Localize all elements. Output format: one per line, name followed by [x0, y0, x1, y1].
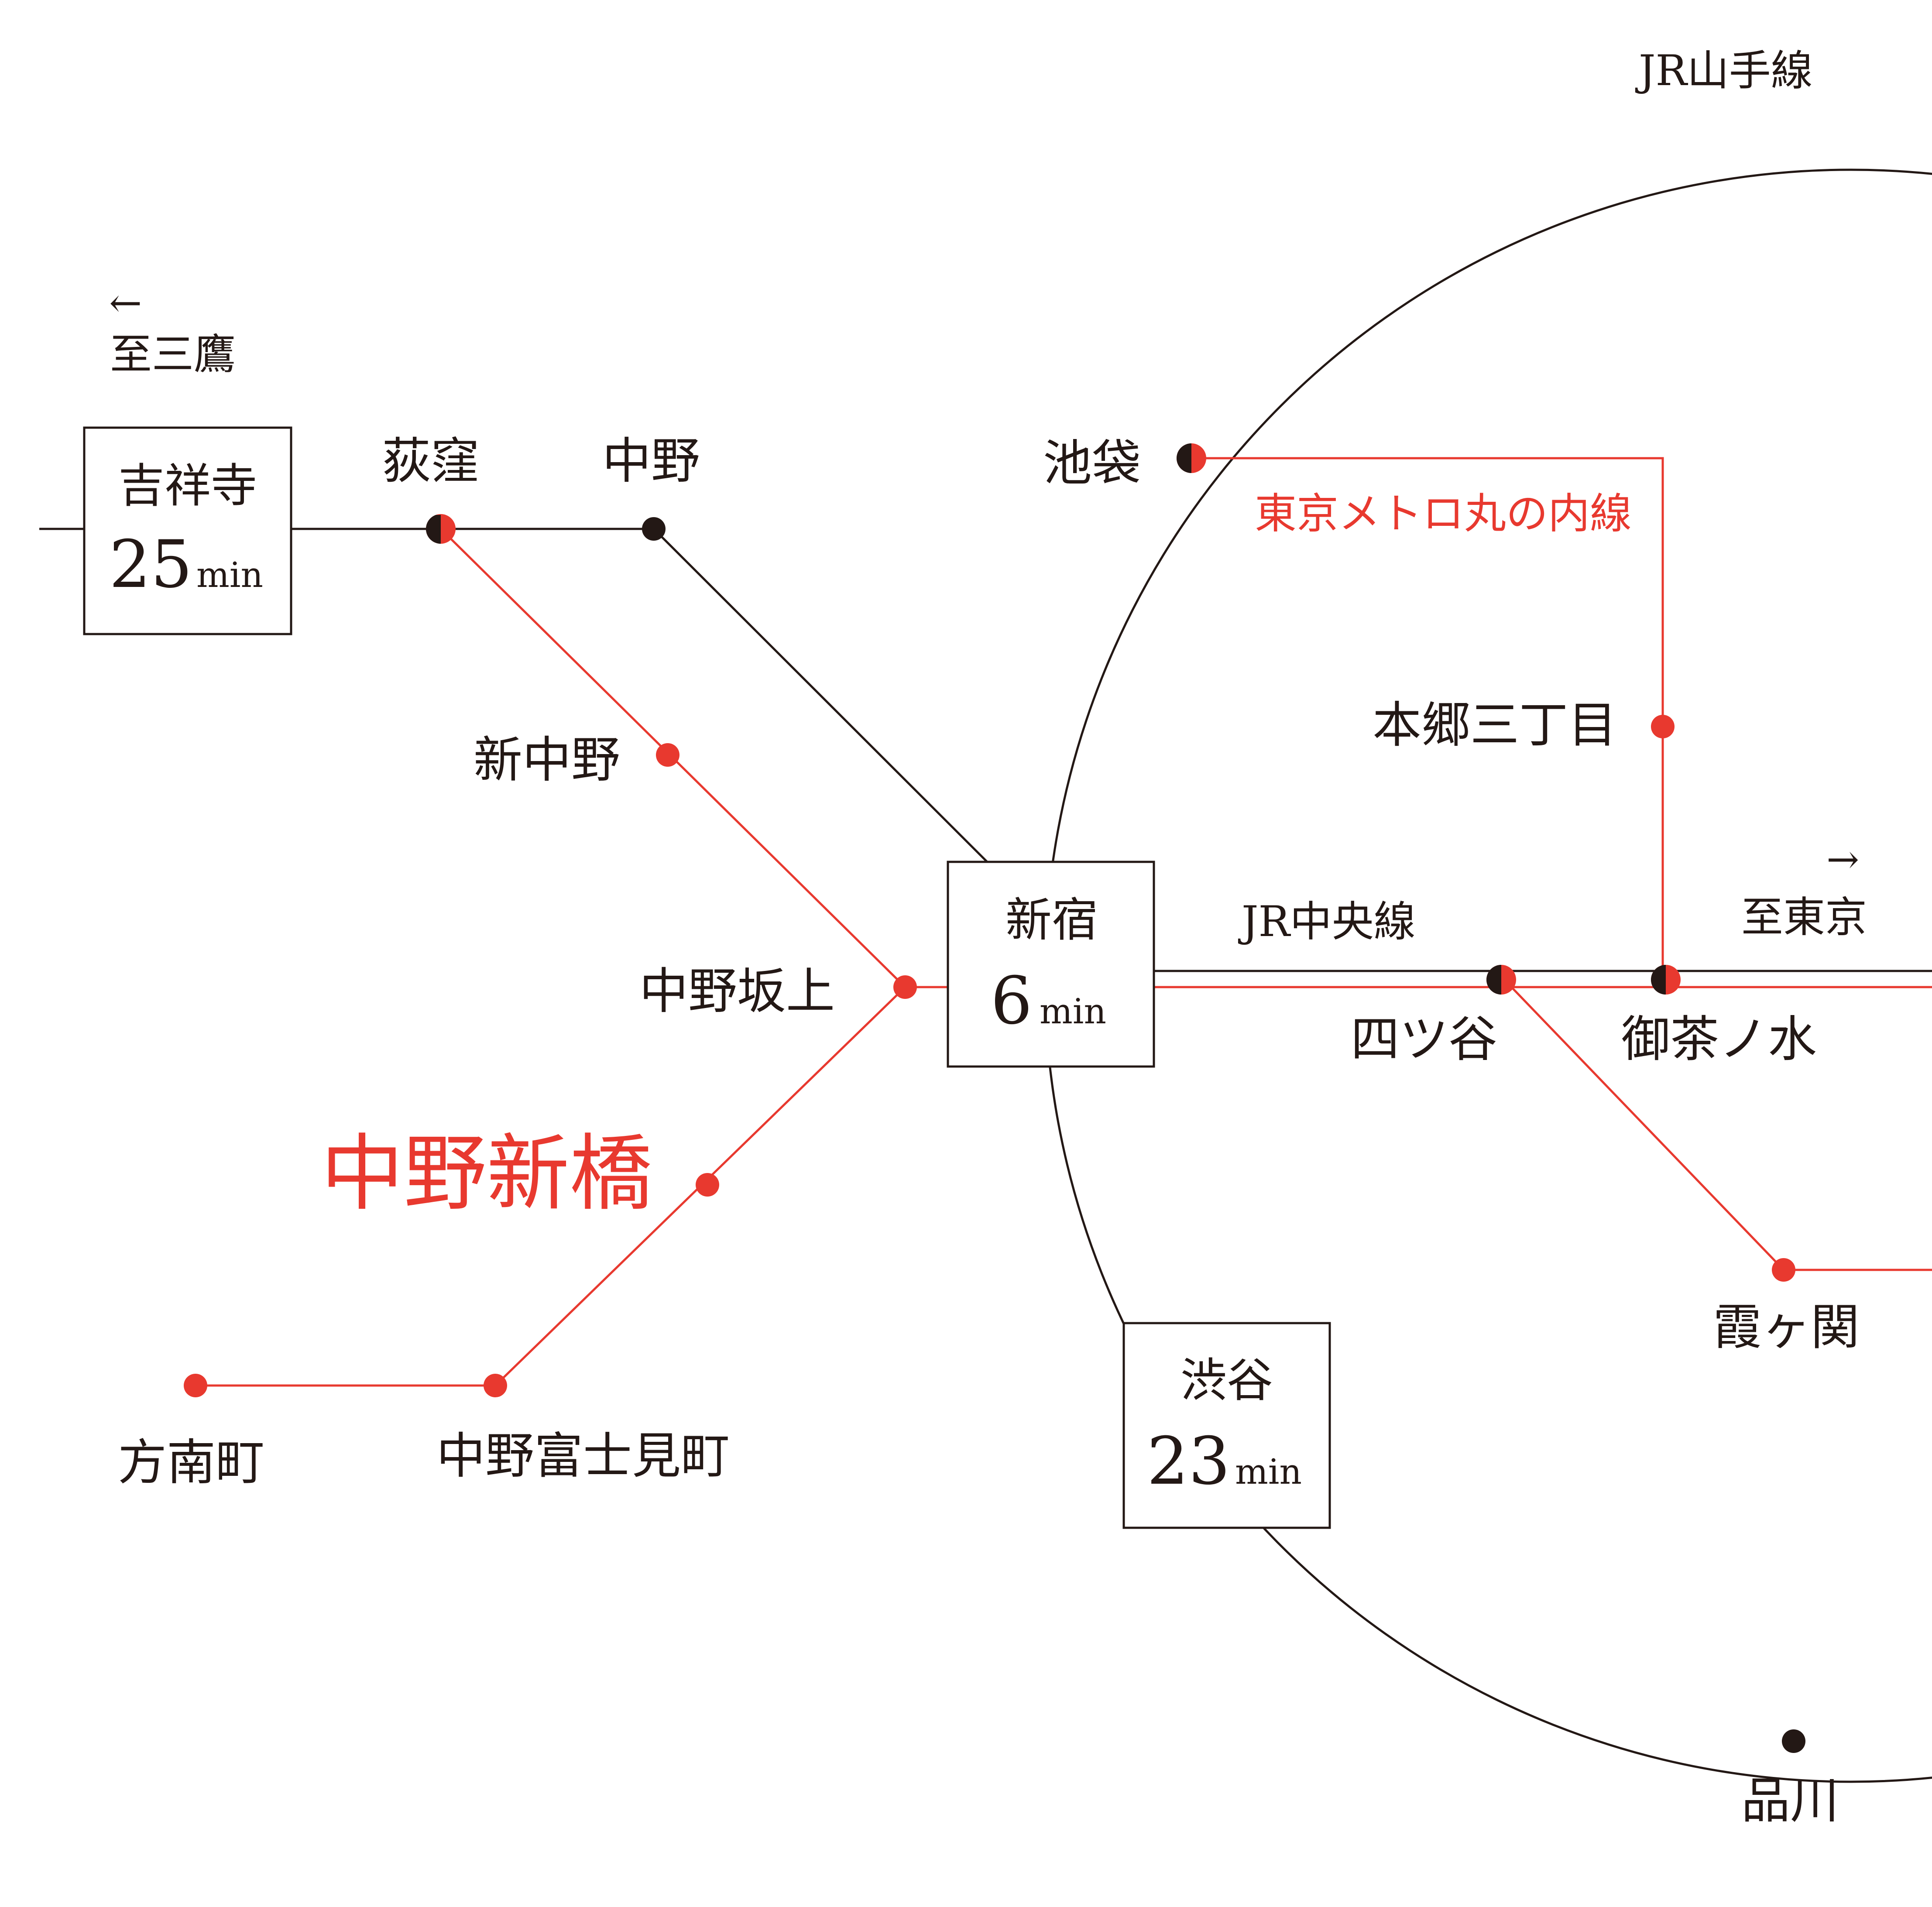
- nakano-sakaue-dot: [893, 975, 917, 999]
- ogikubo-dot: [426, 514, 456, 544]
- kichijoji-unit: min: [196, 555, 263, 595]
- shin-nakano-label: 新中野: [474, 732, 620, 789]
- shibuya-name: 渋谷: [1180, 1354, 1273, 1407]
- mitaka-direction: 至三鷹: [110, 330, 236, 379]
- honancho-label: 方南町: [118, 1434, 264, 1491]
- nakano-label: 中野: [602, 433, 700, 490]
- shinjuku-name: 新宿: [1005, 893, 1098, 947]
- marunouchi-label: 東京メトロ丸の内線: [1255, 489, 1632, 538]
- ogikubo-label: 荻窪: [382, 433, 480, 490]
- shinagawa-label: 品川: [1741, 1773, 1839, 1829]
- nakano-sakaue-label: 中野坂上: [639, 963, 835, 1020]
- marunouchi-ikebukuro-segment: [1191, 457, 1664, 971]
- shinagawa-dot: [1782, 1729, 1805, 1753]
- kichijoji-box: 吉祥寺 25 min: [83, 426, 292, 635]
- shinjuku-time: 6: [991, 963, 1032, 1039]
- shibuya-box: 渋谷 23 min: [1122, 1322, 1331, 1529]
- ochanomizu-dot: [1651, 965, 1681, 995]
- honancho-dot: [184, 1374, 207, 1397]
- kichijoji-time: 25: [109, 527, 192, 603]
- hongo-label: 本郷三丁目: [1373, 697, 1617, 754]
- chuo-line-nakano-shinjuku: [653, 528, 988, 863]
- shinjuku-unit: min: [1040, 991, 1106, 1032]
- kasumigaseki-dot: [1772, 1258, 1795, 1282]
- shibuya-time: 23: [1147, 1423, 1230, 1499]
- yotsuya-label: 四ツ谷: [1351, 1011, 1497, 1068]
- tokyo-direction: 至東京: [1741, 893, 1867, 942]
- ochanomizu-label: 御茶ノ水: [1621, 1011, 1817, 1068]
- chuo-label: JR中央線: [1238, 897, 1416, 946]
- nakano-dot: [642, 517, 666, 541]
- mitaka-arrow: ←: [109, 280, 142, 326]
- ikebukuro-label: 池袋: [1043, 435, 1141, 492]
- yamanote-label: JR山手線: [1635, 46, 1813, 95]
- kasumigaseki-label: 霞ヶ関: [1713, 1299, 1860, 1356]
- nakano-fujimicho-label: 中野富士見町: [436, 1428, 730, 1485]
- shibuya-unit: min: [1235, 1451, 1302, 1492]
- nakano-fujimicho-dot: [484, 1374, 507, 1397]
- kichijoji-name: 吉祥寺: [118, 459, 257, 513]
- nakano-shinbashi-dot: [696, 1173, 719, 1197]
- yotsuya-dot: [1486, 965, 1516, 995]
- shin-nakano-dot: [656, 743, 679, 767]
- hongo-dot: [1651, 715, 1675, 738]
- shinjuku-box: 新宿 6 min: [947, 861, 1155, 1068]
- ikebukuro-dot: [1177, 443, 1206, 473]
- nakano-shinbashi-label: 中野新橋: [321, 1125, 652, 1222]
- tokyo-arrow: →: [1826, 837, 1859, 882]
